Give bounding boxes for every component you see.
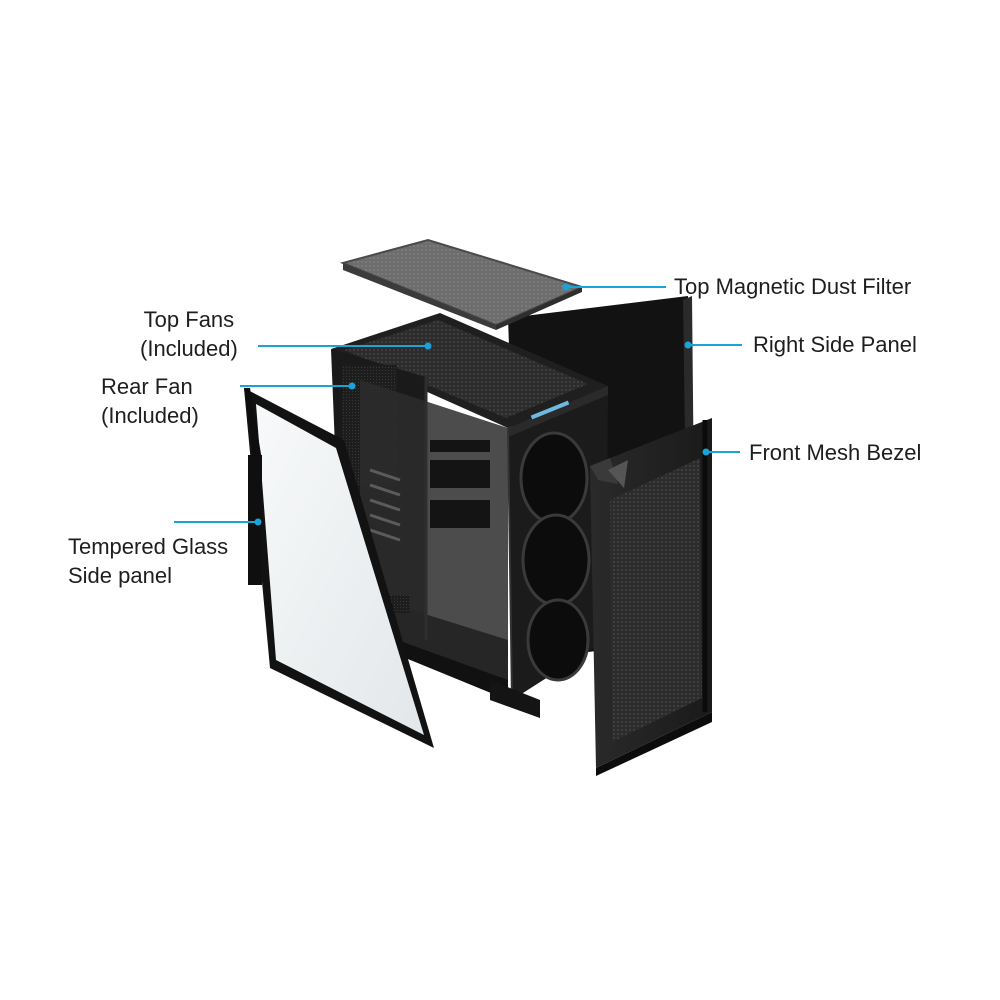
label-tempered-glass: Tempered Glass Side panel [68, 532, 228, 590]
pci-slots [369, 468, 401, 542]
tempered-glass-panel [244, 388, 434, 748]
label-rear-fan-line1: Rear Fan [101, 374, 193, 399]
top-dust-filter [339, 238, 585, 330]
label-tempered-glass-line1: Tempered Glass [68, 534, 229, 559]
label-top-fans-line2: (Included) [140, 336, 238, 361]
label-top-fans-line1: Top Fans [143, 307, 235, 332]
label-tempered-glass-line2: Side panel [68, 563, 172, 588]
label-top-dust-filter: Top Magnetic Dust Filter [674, 274, 912, 299]
label-top-fans: Top Fans (Included) [140, 305, 238, 363]
label-right-side-panel: Right Side Panel [753, 332, 917, 357]
label-front-mesh-bezel: Front Mesh Bezel [749, 440, 922, 465]
leader-lines [174, 283, 742, 526]
front-mesh-bezel [590, 418, 712, 776]
label-rear-fan-line2: (Included) [101, 403, 199, 428]
label-rear-fan: Rear Fan (Included) [101, 372, 199, 430]
